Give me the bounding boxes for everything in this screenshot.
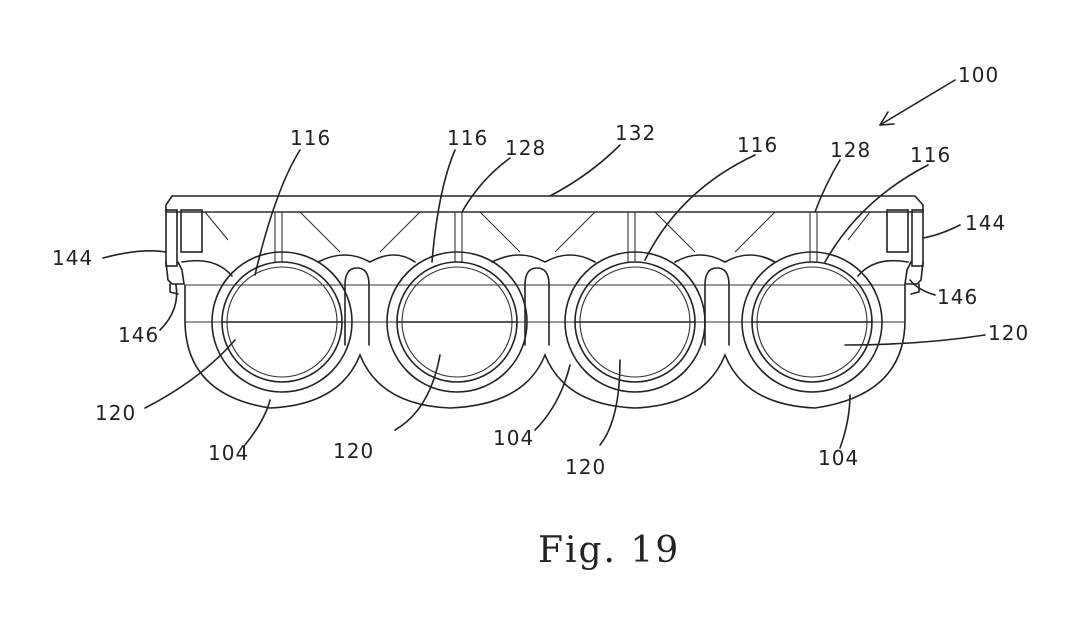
label-116-a: 116 bbox=[290, 126, 331, 150]
lid-ribs bbox=[204, 211, 871, 262]
label-144-right: 144 bbox=[965, 211, 1006, 235]
label-120-d: 120 bbox=[988, 321, 1029, 345]
label-132: 132 bbox=[615, 121, 656, 145]
label-144-left: 144 bbox=[52, 246, 93, 270]
label-128-a: 128 bbox=[505, 136, 546, 160]
lid-plate bbox=[165, 195, 924, 213]
label-146-left: 146 bbox=[118, 323, 159, 347]
reference-labels: 100 116 116 116 116 128 128 132 144 144 … bbox=[52, 63, 1029, 479]
label-120-a: 120 bbox=[95, 401, 136, 425]
outer-body bbox=[184, 284, 906, 409]
roller-3 bbox=[564, 251, 706, 393]
label-120-b: 120 bbox=[333, 439, 374, 463]
tray-crests bbox=[181, 254, 909, 346]
leader-lines bbox=[102, 79, 986, 449]
label-116-d: 116 bbox=[910, 143, 951, 167]
label-104-a: 104 bbox=[208, 441, 249, 465]
label-104-c: 104 bbox=[818, 446, 859, 470]
label-120-c: 120 bbox=[565, 455, 606, 479]
side-wall-left bbox=[165, 209, 203, 295]
roller-2 bbox=[386, 251, 528, 393]
roller-4 bbox=[741, 251, 883, 393]
label-116-c: 116 bbox=[737, 133, 778, 157]
side-wall-right bbox=[886, 209, 924, 295]
label-146-right: 146 bbox=[937, 285, 978, 309]
roller-1 bbox=[211, 251, 353, 393]
label-100: 100 bbox=[958, 63, 999, 87]
label-116-b: 116 bbox=[447, 126, 488, 150]
figure-caption: Fig. 19 bbox=[538, 530, 680, 571]
label-104-b: 104 bbox=[493, 426, 534, 450]
label-128-b: 128 bbox=[830, 138, 871, 162]
